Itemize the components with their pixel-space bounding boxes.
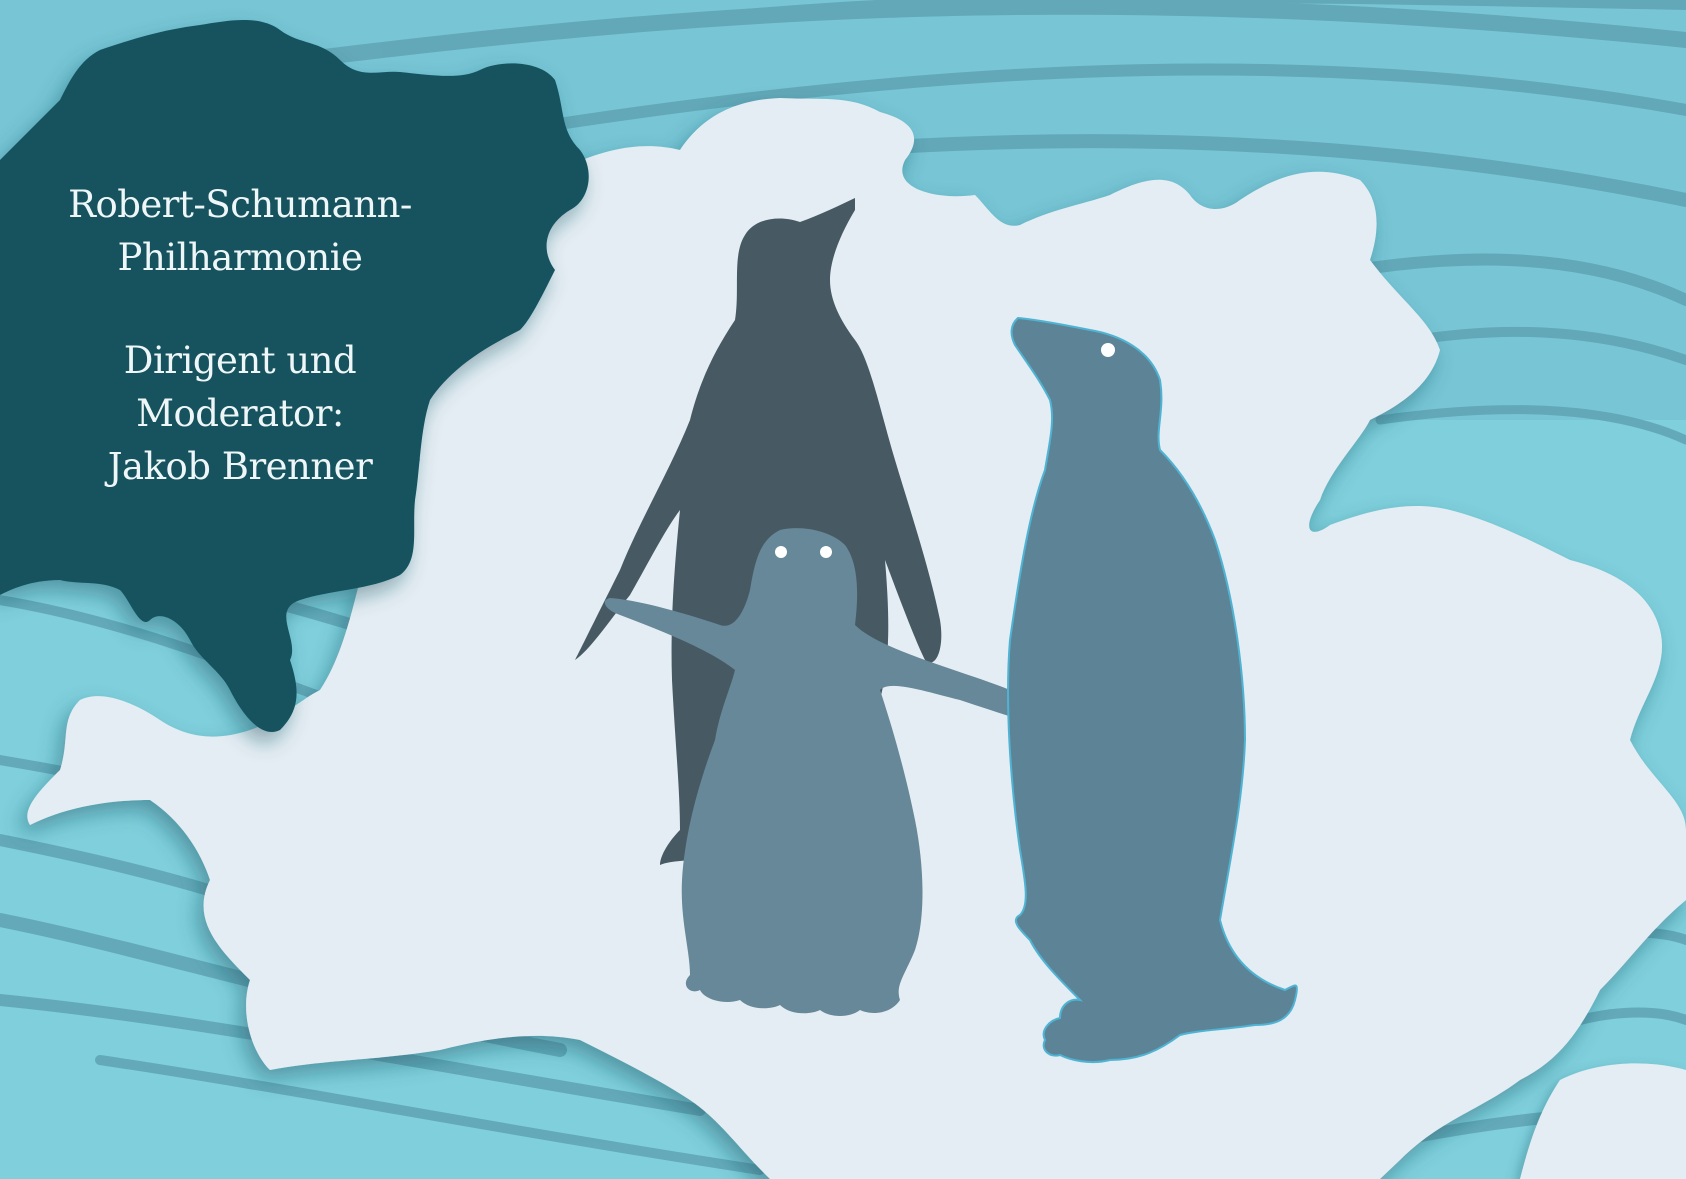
role-line-1: Dirigent und xyxy=(123,339,357,382)
blue-penguin-eye xyxy=(1101,343,1115,357)
chick-eye-left xyxy=(775,546,787,558)
blue-penguin-icon xyxy=(1007,316,1298,1064)
chick-eye-right xyxy=(820,546,832,558)
role-line-2: Moderator: xyxy=(136,392,344,435)
chick-penguin-icon xyxy=(604,528,1044,1016)
conductor-name: Jakob Brenner xyxy=(107,445,373,488)
credits-text-block: Robert-Schumann- Philharmonie Dirigent u… xyxy=(40,178,440,493)
orchestra-name-line-1: Robert-Schumann- xyxy=(68,183,412,226)
dark-blob-shape xyxy=(0,20,589,732)
spacer xyxy=(40,284,440,334)
orchestra-name-line-2: Philharmonie xyxy=(117,236,363,279)
